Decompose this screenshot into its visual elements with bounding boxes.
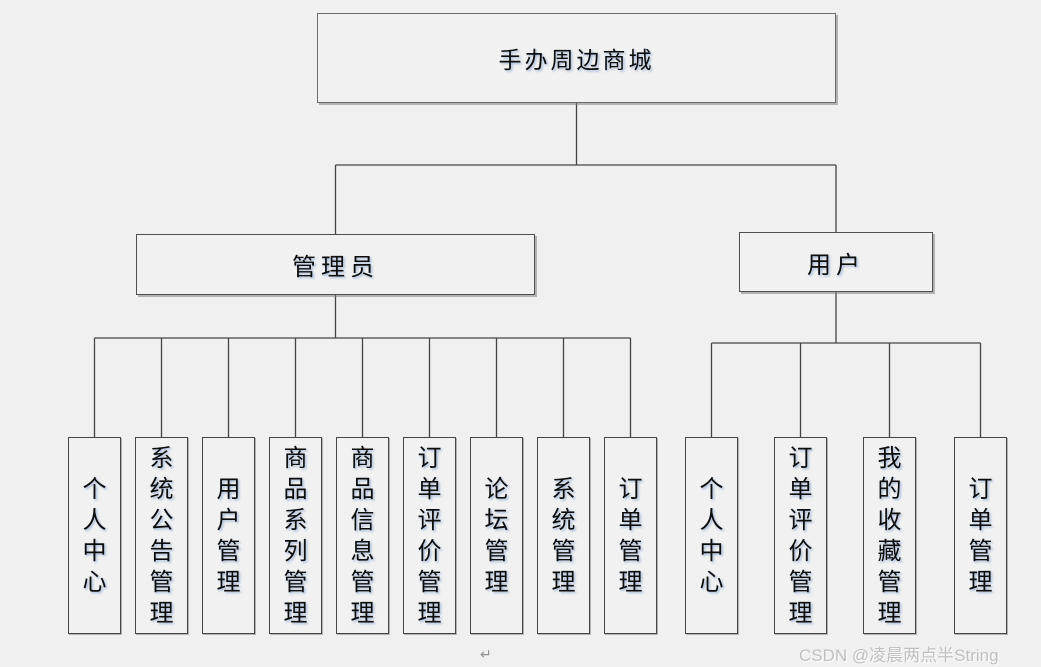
leaf-node-char: 评 <box>417 506 442 534</box>
leaf-node-char: 商 <box>283 444 308 472</box>
leaf-node-char: 品 <box>283 475 308 503</box>
leaf-node-admin-0: 个人中心 <box>68 437 121 634</box>
node-user-label: 用户 <box>807 251 865 279</box>
leaf-node-char: 单 <box>618 506 643 534</box>
leaf-node-user-0: 个人中心 <box>685 437 738 634</box>
node-root: 手办周边商城 <box>317 13 836 103</box>
leaf-node-char: 管 <box>788 568 813 596</box>
leaf-node-char: 管 <box>149 568 174 596</box>
leaf-node-char: 订 <box>788 444 813 472</box>
leaf-node-char: 单 <box>417 475 442 503</box>
leaf-node-admin-5: 订单评价管理 <box>403 437 456 634</box>
leaf-node-char: 价 <box>788 537 813 565</box>
leaf-node-char: 管 <box>618 537 643 565</box>
leaf-node-char: 中 <box>82 537 107 565</box>
leaf-node-user-1: 订单评价管理 <box>774 437 827 634</box>
leaf-node-char: 公 <box>149 506 174 534</box>
leaf-node-char: 心 <box>82 568 107 596</box>
leaf-node-char: 系 <box>149 444 174 472</box>
leaf-node-char: 理 <box>877 599 902 627</box>
leaf-node-char: 统 <box>149 475 174 503</box>
leaf-node-char: 订 <box>417 444 442 472</box>
leaf-node-char: 系 <box>283 506 308 534</box>
leaf-node-char: 单 <box>968 506 993 534</box>
leaf-node-char: 管 <box>350 568 375 596</box>
leaf-node-char: 心 <box>699 568 724 596</box>
leaf-node-char: 理 <box>618 568 643 596</box>
leaf-node-char: 系 <box>551 475 576 503</box>
leaf-node-char: 管 <box>484 537 509 565</box>
leaf-node-char: 论 <box>484 475 509 503</box>
leaf-node-char: 列 <box>283 537 308 565</box>
leaf-node-char: 藏 <box>877 537 902 565</box>
leaf-node-char: 理 <box>968 568 993 596</box>
leaf-node-char: 户 <box>216 506 241 534</box>
leaf-node-char: 理 <box>788 599 813 627</box>
leaf-node-char: 个 <box>82 475 107 503</box>
leaf-node-char: 理 <box>484 568 509 596</box>
leaf-node-user-3: 订单管理 <box>954 437 1007 634</box>
leaf-node-char: 订 <box>968 475 993 503</box>
leaf-node-admin-2: 用户管理 <box>202 437 255 634</box>
leaf-node-char: 管 <box>877 568 902 596</box>
leaf-node-char: 人 <box>82 506 107 534</box>
leaf-node-char: 的 <box>877 475 902 503</box>
leaf-node-admin-8: 订单管理 <box>604 437 657 634</box>
leaf-node-char: 坛 <box>484 506 509 534</box>
leaf-node-char: 我 <box>877 444 902 472</box>
watermark: CSDN @凌晨两点半String <box>799 646 999 665</box>
leaf-node-char: 理 <box>283 599 308 627</box>
leaf-node-char: 评 <box>788 506 813 534</box>
leaf-node-char: 理 <box>216 568 241 596</box>
leaf-node-char: 中 <box>699 537 724 565</box>
node-admin: 管理员 <box>136 234 535 295</box>
leaf-node-char: 用 <box>216 475 241 503</box>
leaf-node-user-2: 我的收藏管理 <box>863 437 916 634</box>
leaf-node-char: 人 <box>699 506 724 534</box>
node-user: 用户 <box>739 232 933 292</box>
leaf-node-char: 理 <box>551 568 576 596</box>
node-root-label: 手办周边商城 <box>498 47 655 73</box>
leaf-node-admin-1: 系统公告管理 <box>135 437 188 634</box>
leaf-node-char: 商 <box>350 444 375 472</box>
leaf-node-char: 管 <box>551 537 576 565</box>
leaf-node-char: 管 <box>216 537 241 565</box>
leaf-node-char: 理 <box>149 599 174 627</box>
leaf-node-char: 告 <box>149 537 174 565</box>
leaf-node-char: 理 <box>417 599 442 627</box>
leaf-node-char: 管 <box>968 537 993 565</box>
paragraph-return-icon: ↵ <box>480 646 492 662</box>
leaf-node-char: 管 <box>283 568 308 596</box>
leaf-node-admin-4: 商品信息管理 <box>336 437 389 634</box>
leaf-node-char: 单 <box>788 475 813 503</box>
leaf-node-char: 息 <box>350 537 375 565</box>
leaf-node-admin-7: 系统管理 <box>537 437 590 634</box>
leaf-node-char: 信 <box>350 506 375 534</box>
node-admin-label: 管理员 <box>292 254 379 281</box>
leaf-node-char: 管 <box>417 568 442 596</box>
leaf-node-char: 品 <box>350 475 375 503</box>
leaf-node-char: 理 <box>350 599 375 627</box>
leaf-node-char: 价 <box>417 537 442 565</box>
leaf-node-char: 个 <box>699 475 724 503</box>
leaf-node-admin-6: 论坛管理 <box>470 437 523 634</box>
leaf-node-char: 订 <box>618 475 643 503</box>
leaf-node-char: 统 <box>551 506 576 534</box>
leaf-node-char: 收 <box>877 506 902 534</box>
leaf-node-admin-3: 商品系列管理 <box>269 437 322 634</box>
